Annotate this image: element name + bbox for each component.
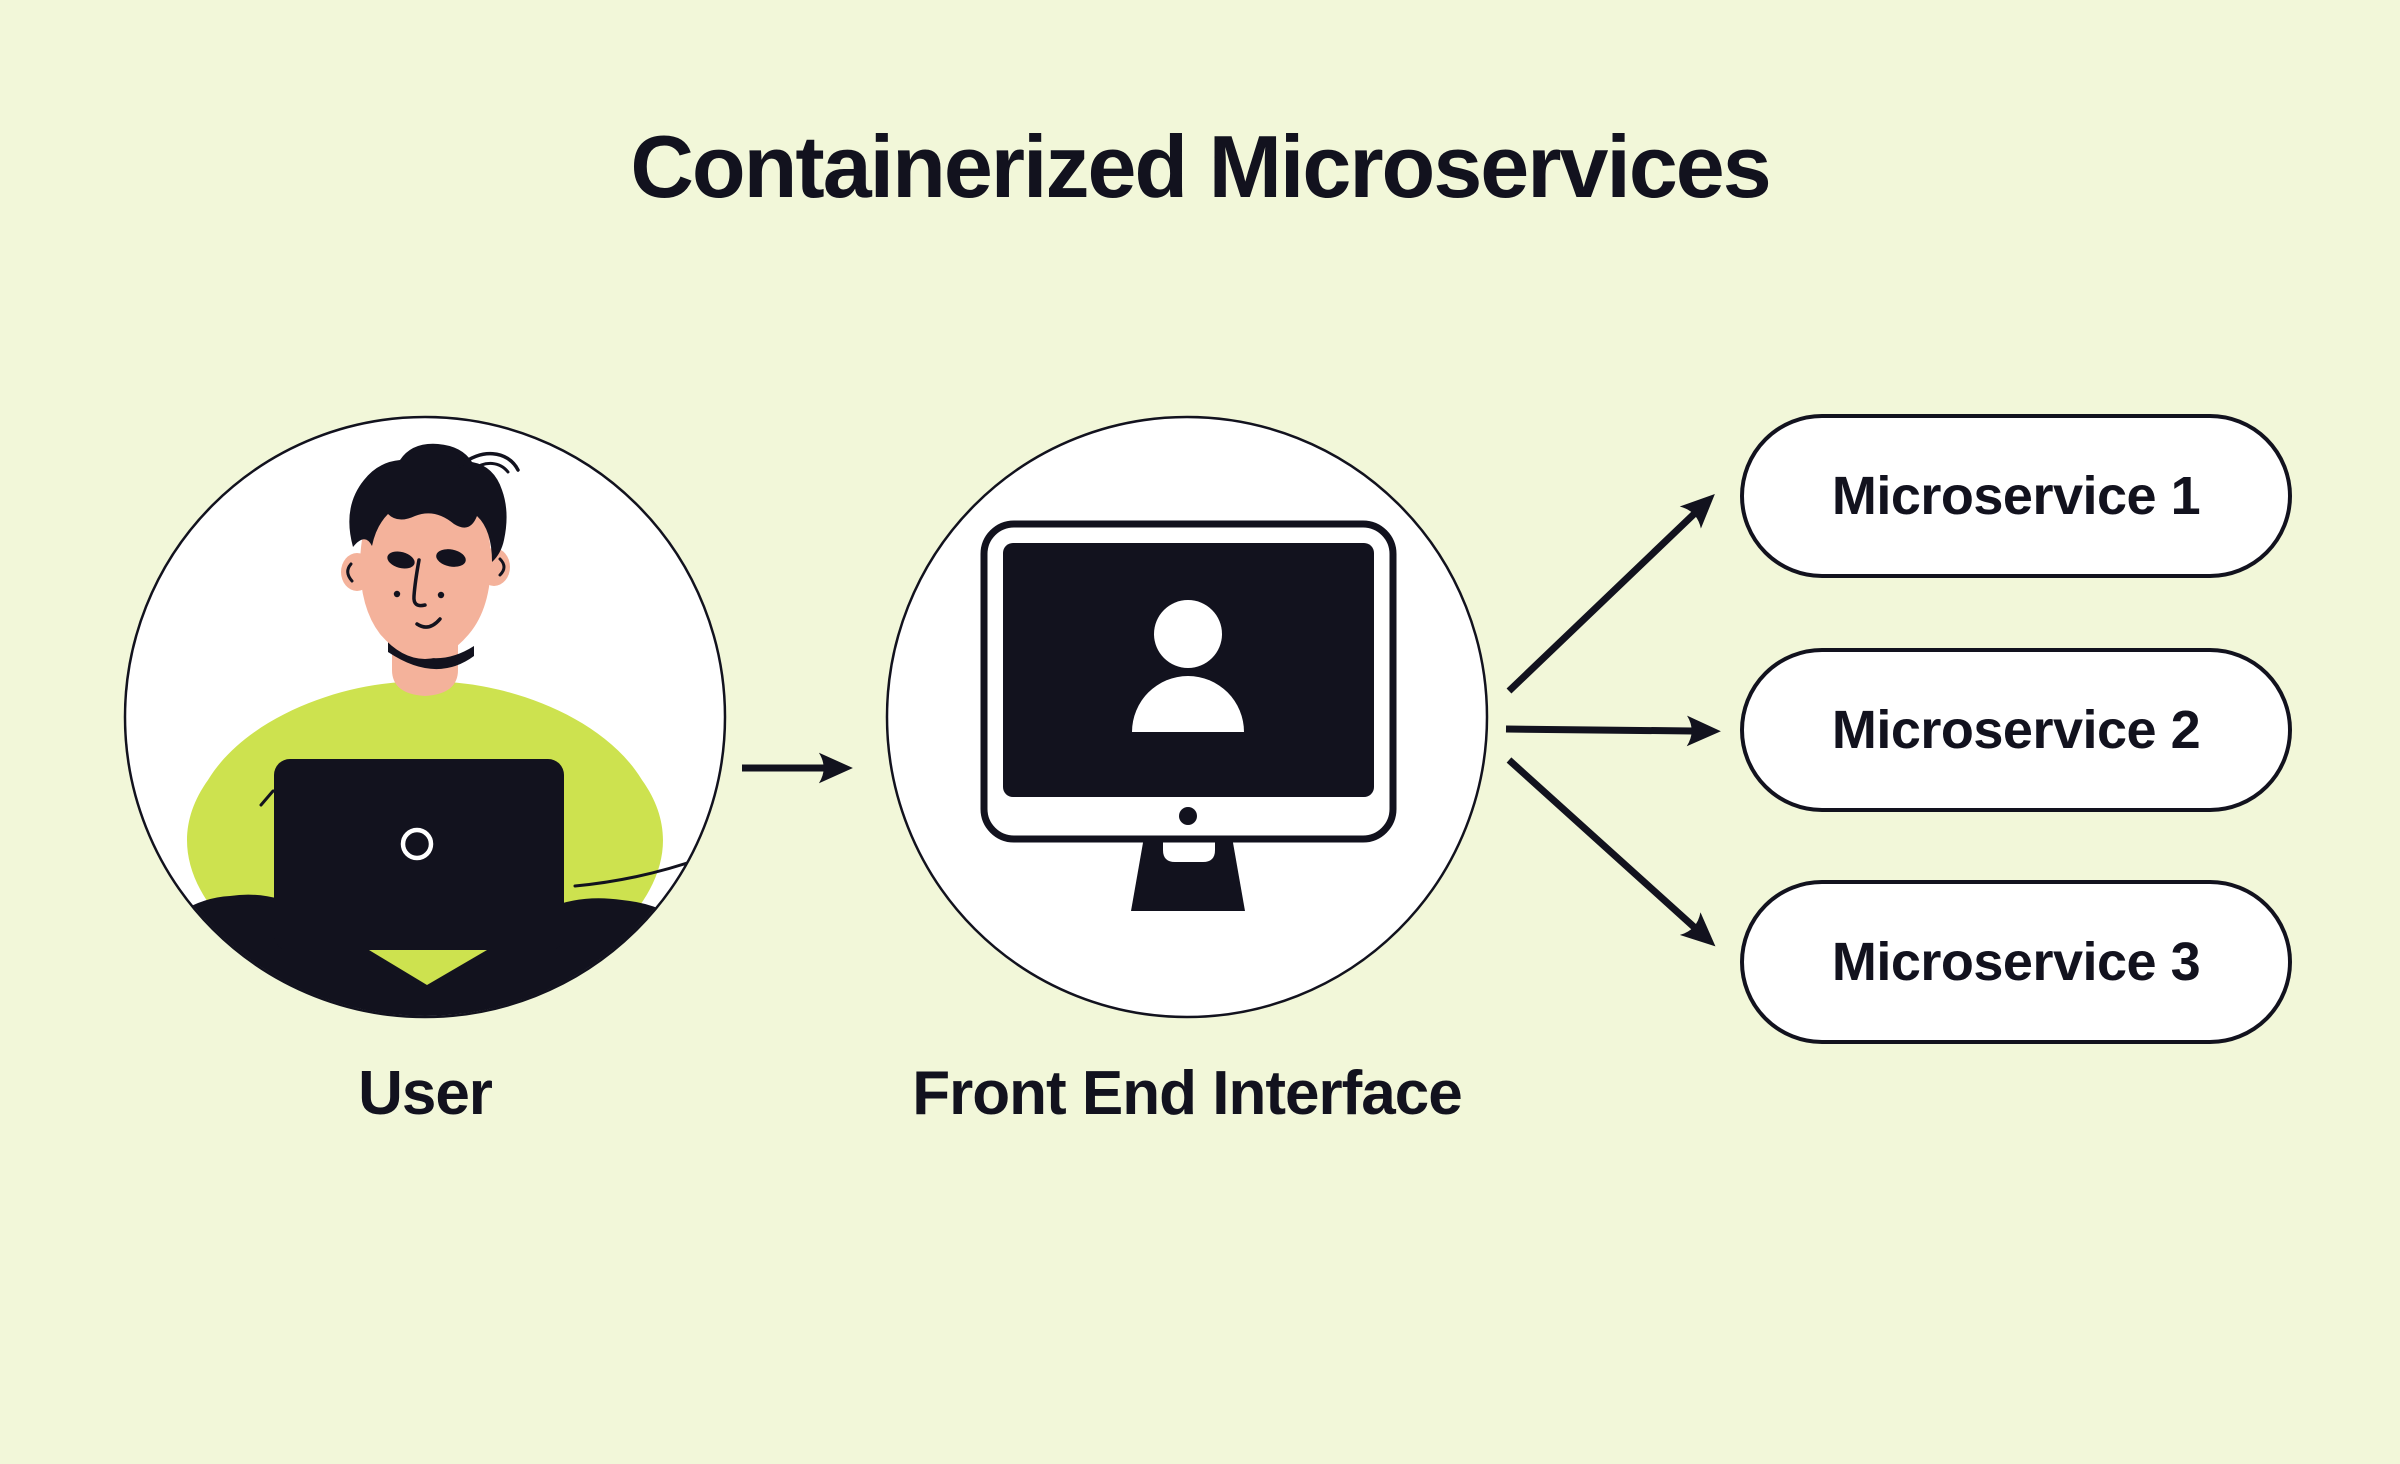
- laptop: [274, 759, 564, 951]
- hair: [349, 443, 507, 562]
- camera-dot: [1179, 807, 1197, 825]
- monitor-stand: [1131, 837, 1245, 911]
- microservice-3-label: Microservice 3: [1831, 932, 2201, 992]
- left-eye: [387, 551, 415, 569]
- right-eye: [436, 549, 466, 567]
- neck-shadow: [388, 638, 474, 670]
- monitor-icon: [885, 415, 1489, 1019]
- laptop-logo: [400, 827, 434, 861]
- microservice-pill-2: Microservice 2: [1740, 648, 2292, 812]
- user-node: [120, 412, 730, 1022]
- microservice-1-label: Microservice 1: [1831, 466, 2201, 526]
- arrow-frontend-to-microservice-1: [1506, 494, 1715, 694]
- silhouette-head: [1154, 600, 1222, 668]
- microservice-2-label: Microservice 2: [1831, 700, 2201, 760]
- shirt-triangle: [369, 950, 487, 985]
- user-node-label: User: [358, 1059, 493, 1128]
- diagram-title: Containerized Microservices: [630, 117, 1771, 216]
- nose: [412, 558, 427, 608]
- frontend-node: [882, 412, 1492, 1022]
- arrow-frontend-to-microservice-2: [1505, 715, 1721, 747]
- arrow-frontend-to-microservice-3: [1506, 757, 1716, 947]
- mouth: [415, 617, 442, 629]
- user-illustration: [123, 415, 727, 1019]
- microservice-pill-1: Microservice 1: [1740, 414, 2292, 578]
- frontend-node-label: Front End Interface: [912, 1059, 1462, 1128]
- hair-strand: [458, 451, 520, 472]
- silhouette-shoulders: [1132, 676, 1244, 732]
- monitor-screen: [1003, 543, 1374, 797]
- microservice-pill-3: Microservice 3: [1740, 880, 2292, 1044]
